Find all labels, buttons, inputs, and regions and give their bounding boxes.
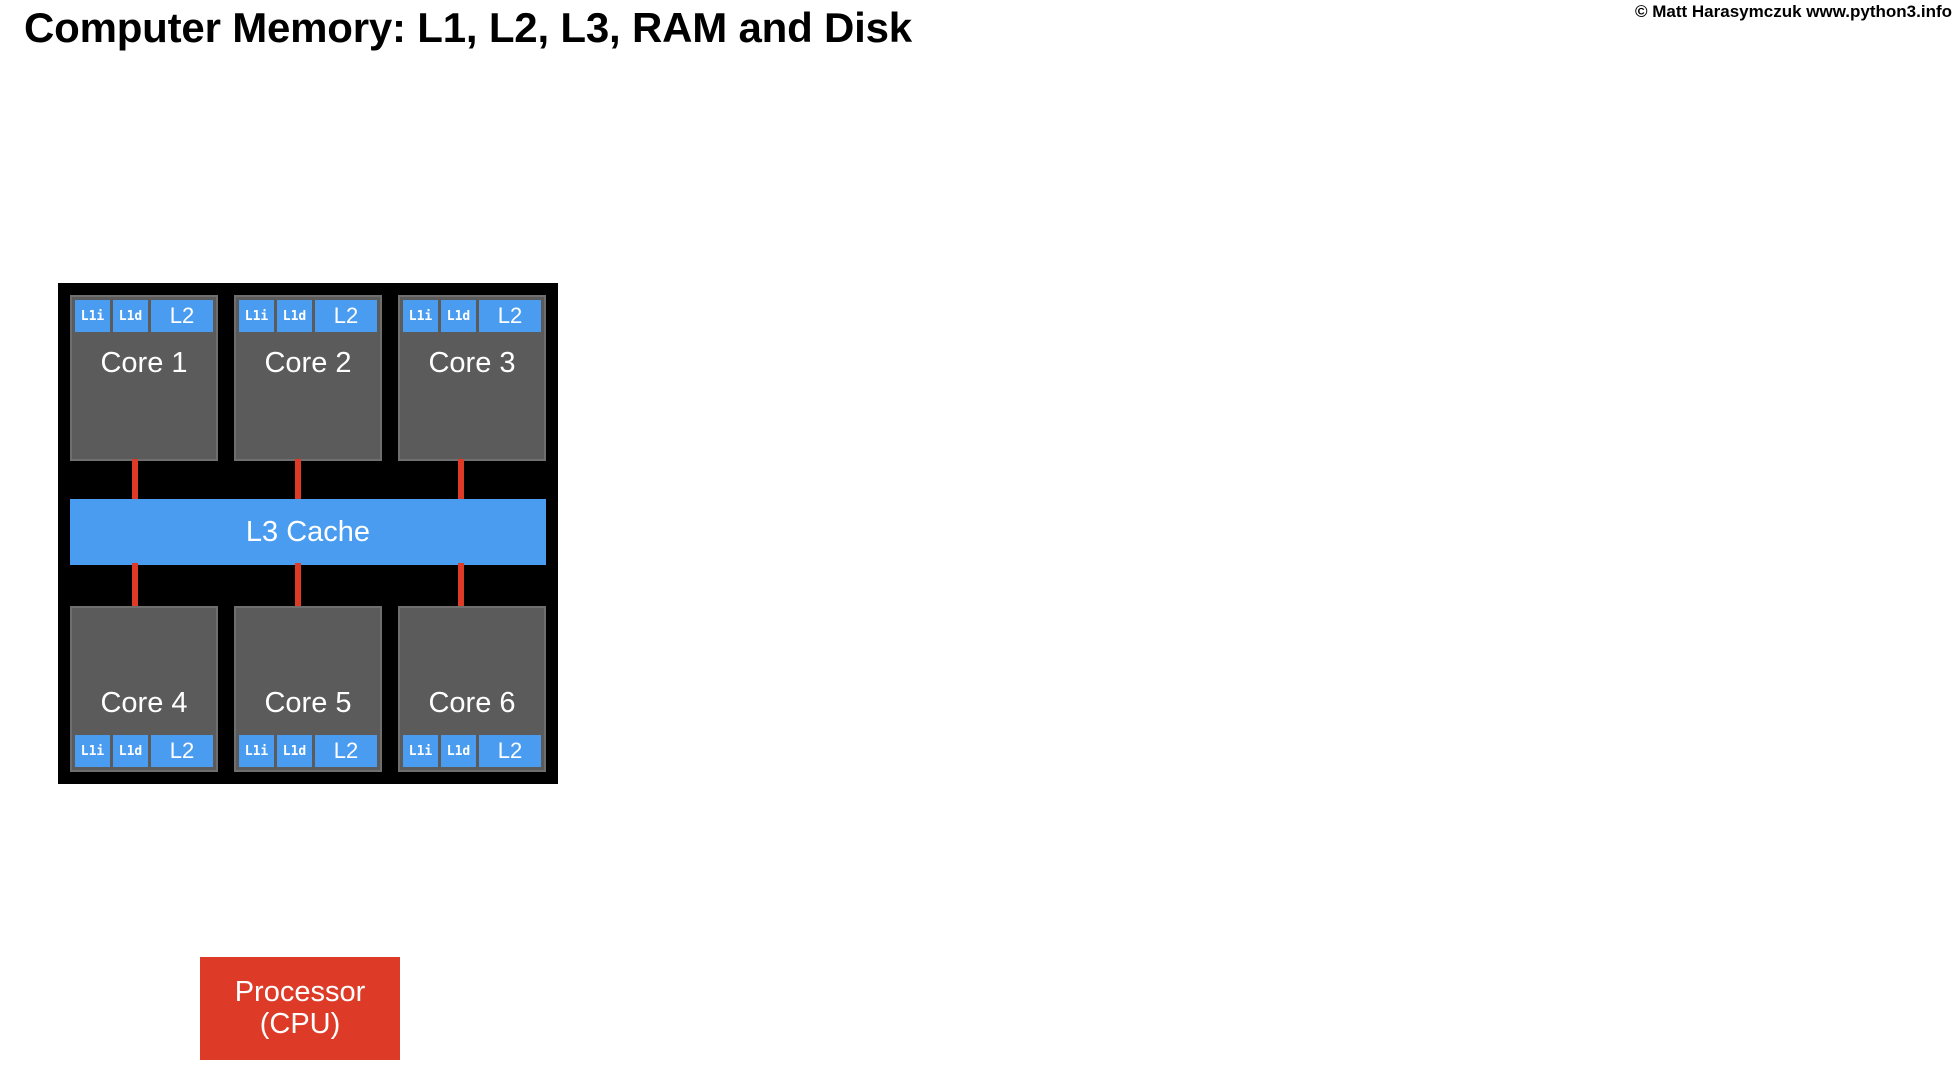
core-label-5: Core 5	[264, 687, 352, 719]
page-title: Computer Memory: L1, L2, L3, RAM and Dis…	[24, 4, 912, 51]
core-row-top: L1i L1d L2 Core 1 L1i L1d L2 Core 2 L1i …	[70, 295, 546, 461]
cache-strip-core-2: L1i L1d L2	[236, 297, 380, 335]
core-row-bottom: L1i L1d L2 Core 4 L1i L1d L2 Core 5 L1i …	[70, 606, 546, 772]
l1i-cache-core-3: L1i	[403, 300, 438, 332]
core-block-1[interactable]: L1i L1d L2 Core 1	[70, 295, 218, 461]
core-label-1: Core 1	[100, 347, 188, 379]
core-label-6: Core 6	[428, 687, 516, 719]
l2-cache-core-6: L2	[479, 735, 541, 767]
l1i-cache-core-2: L1i	[239, 300, 274, 332]
cache-strip-core-3: L1i L1d L2	[400, 297, 544, 335]
l1i-cache-core-6: L1i	[403, 735, 438, 767]
core-label-3: Core 3	[428, 347, 516, 379]
l2-cache-core-2: L2	[315, 300, 377, 332]
l1d-cache-core-2: L1d	[277, 300, 312, 332]
l1i-cache-core-4: L1i	[75, 735, 110, 767]
cpu-package: L1i L1d L2 Core 1 L1i L1d L2 Core 2 L1i …	[58, 283, 558, 784]
l1i-cache-core-1: L1i	[75, 300, 110, 332]
l1d-cache-core-3: L1d	[441, 300, 476, 332]
core-block-3[interactable]: L1i L1d L2 Core 3	[398, 295, 546, 461]
core-block-4[interactable]: L1i L1d L2 Core 4	[70, 606, 218, 772]
l1d-cache-core-4: L1d	[113, 735, 148, 767]
l1d-cache-core-5: L1d	[277, 735, 312, 767]
l1i-cache-core-5: L1i	[239, 735, 274, 767]
connector-l3-to-core-4	[132, 563, 138, 607]
core-label-4: Core 4	[100, 687, 188, 719]
l1d-cache-core-1: L1d	[113, 300, 148, 332]
l2-cache-core-3: L2	[479, 300, 541, 332]
cache-strip-core-1: L1i L1d L2	[72, 297, 216, 335]
cache-strip-core-6: L1i L1d L2	[400, 732, 544, 770]
cache-strip-core-5: L1i L1d L2	[236, 732, 380, 770]
connector-core-1-to-l3	[132, 459, 138, 501]
processor-label-line2: (CPU)	[259, 1007, 341, 1040]
l2-cache-core-5: L2	[315, 735, 377, 767]
l2-cache-core-1: L2	[151, 300, 213, 332]
processor-label-line1: Processor	[234, 976, 366, 1009]
core-label-2: Core 2	[264, 347, 352, 379]
connector-core-3-to-l3	[458, 459, 464, 501]
cache-strip-core-4: L1i L1d L2	[72, 732, 216, 770]
l1d-cache-core-6: L1d	[441, 735, 476, 767]
core-block-6[interactable]: L1i L1d L2 Core 6	[398, 606, 546, 772]
attribution-text: © Matt Harasymczuk www.python3.info	[1635, 2, 1952, 21]
l2-cache-core-4: L2	[151, 735, 213, 767]
core-block-5[interactable]: L1i L1d L2 Core 5	[234, 606, 382, 772]
connector-l3-to-core-5	[295, 563, 301, 607]
l3-cache-block[interactable]: L3 Cache	[70, 499, 546, 565]
connector-l3-to-core-6	[458, 563, 464, 607]
connector-core-2-to-l3	[295, 459, 301, 501]
core-block-2[interactable]: L1i L1d L2 Core 2	[234, 295, 382, 461]
processor-cpu-box[interactable]: Processor (CPU)	[200, 957, 400, 1060]
